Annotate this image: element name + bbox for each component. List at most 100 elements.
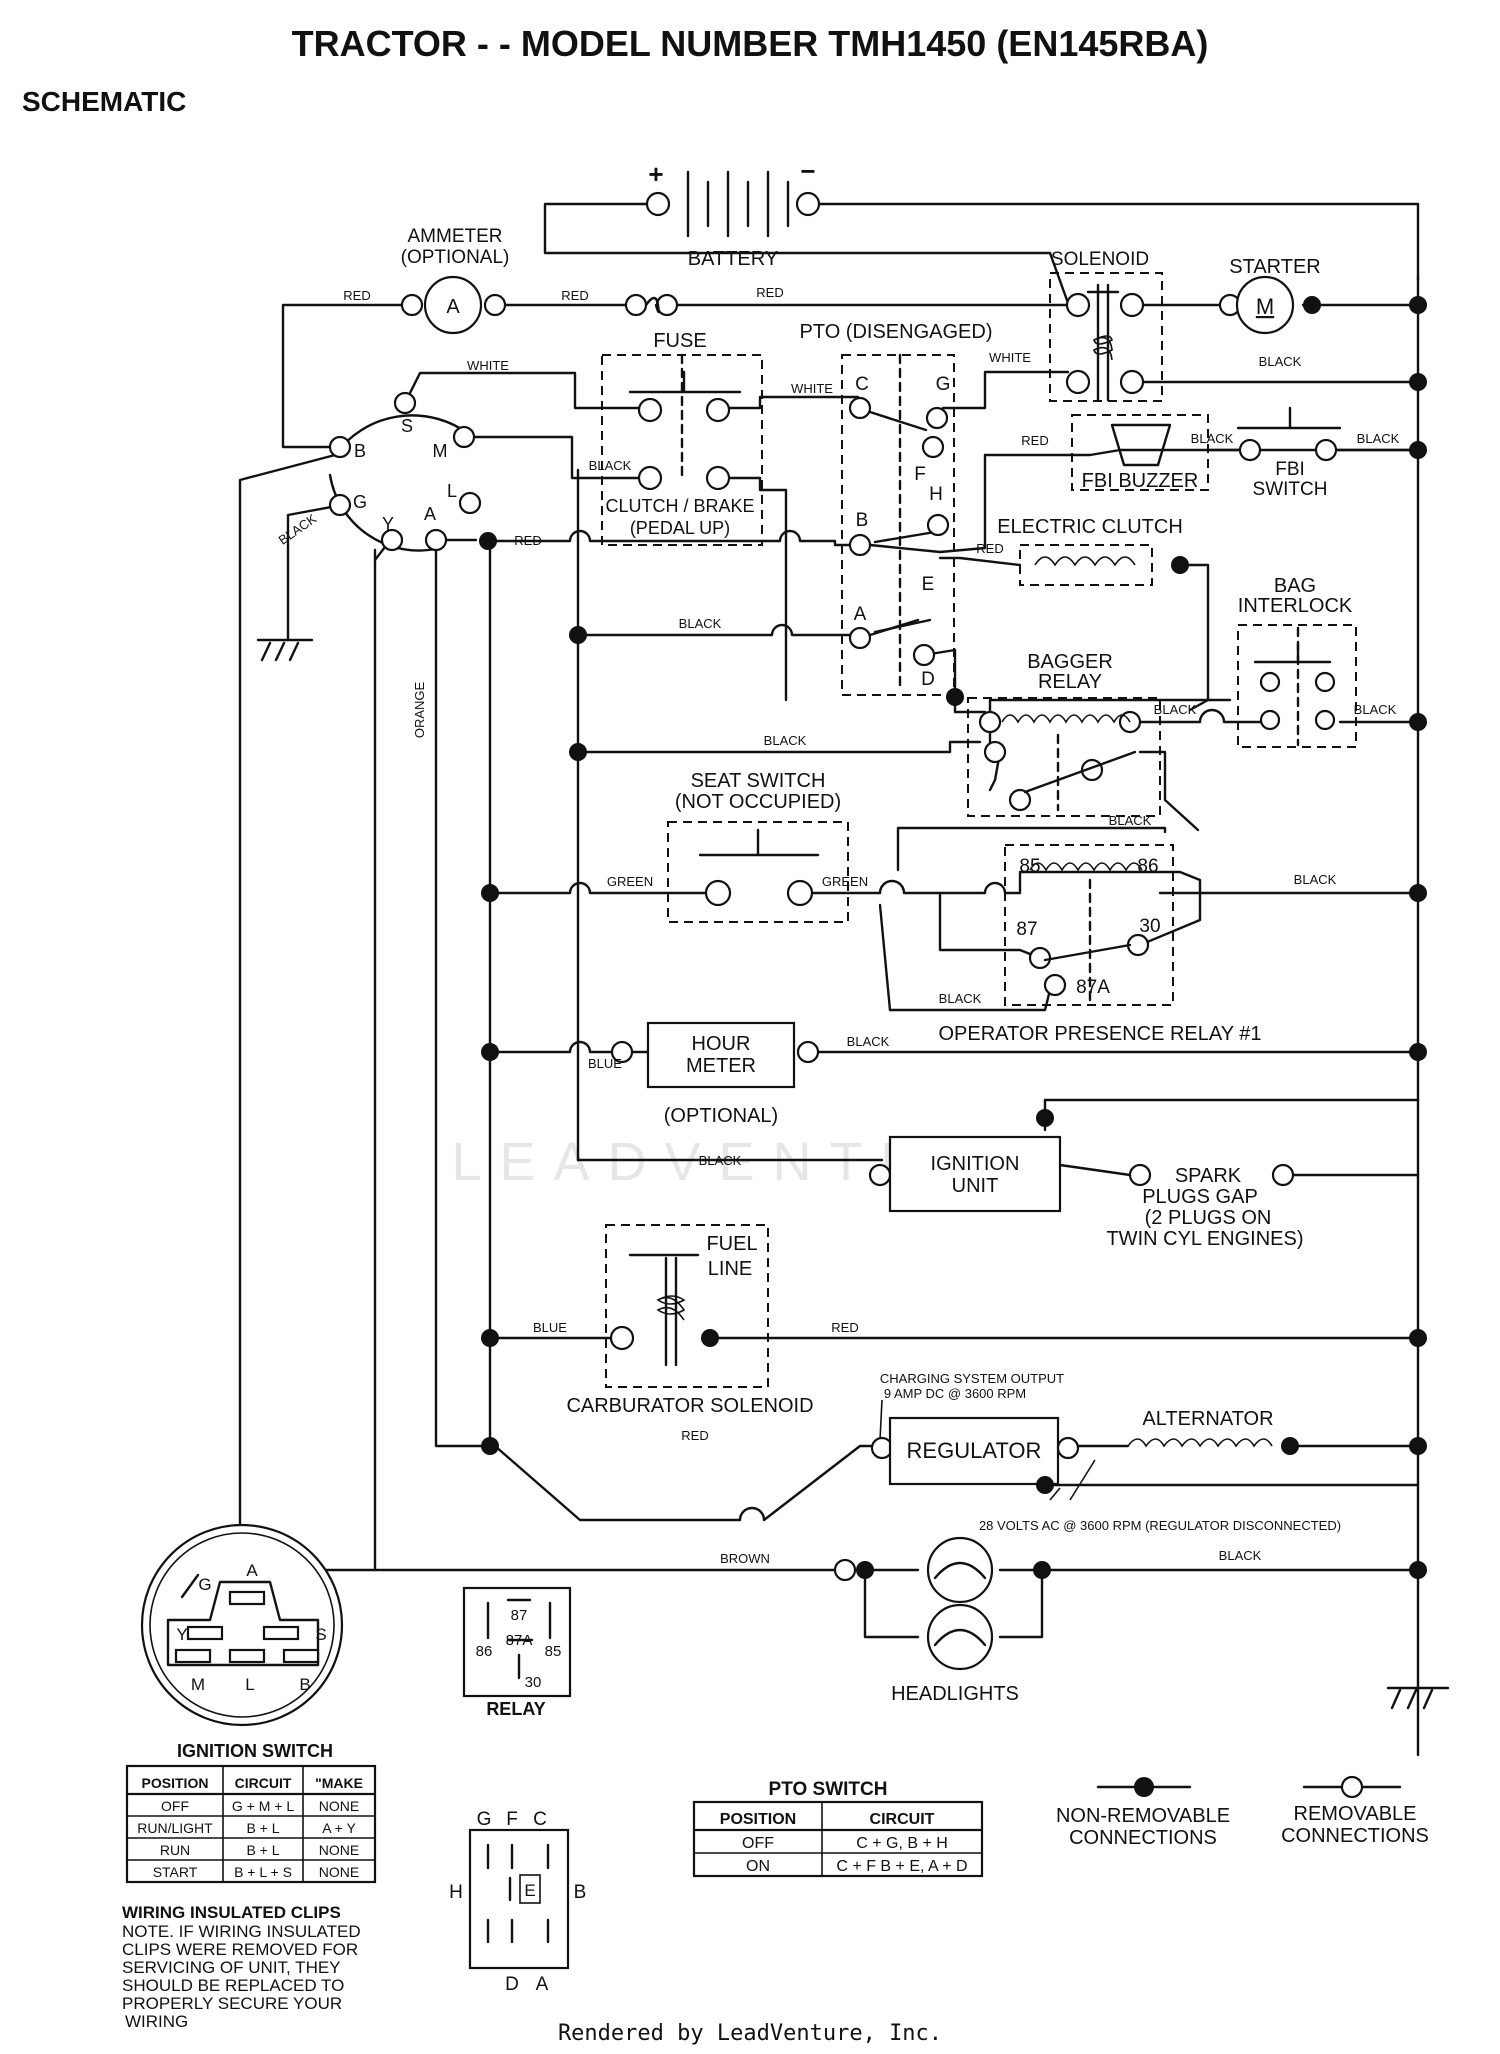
clutch-brake-label: CLUTCH / BRAKE [605, 496, 754, 516]
starter-motor: STARTER M [1218, 256, 1321, 335]
ignition-table-cell: NONE [319, 1864, 359, 1880]
hour-meter-label-2: METER [686, 1055, 756, 1077]
pto-terminal-f: F [914, 464, 926, 485]
relay-face-87: 87 [511, 1607, 528, 1624]
pto-terminal-a: A [854, 604, 867, 625]
seat-switch-label-2: (NOT OCCUPIED) [675, 791, 841, 813]
wire-label-red: RED [343, 288, 370, 303]
fuse-label: FUSE [653, 330, 706, 352]
ign-terminal-s: S [401, 416, 413, 436]
bag-interlock-label-2: INTERLOCK [1238, 595, 1353, 617]
charging-label-2: 9 AMP DC @ 3600 RPM [884, 1386, 1026, 1401]
pto-face-e: E [524, 1881, 535, 1900]
pto-table-cell: ON [746, 1858, 770, 1875]
face-terminal-a: A [246, 1561, 258, 1580]
non-removable-connections [479, 296, 1427, 1579]
face-terminal-b: B [299, 1675, 310, 1694]
ignition-table-cell: NONE [319, 1798, 359, 1814]
ammeter-label: AMMETER [408, 226, 503, 247]
section-title: SCHEMATIC [22, 86, 186, 117]
pto-switch: PTO (DISENGAGED) C G F H B E A D [800, 321, 993, 696]
ign-terminal-a: A [424, 504, 436, 524]
wire-label-black: BLACK [1354, 702, 1397, 717]
pto-face-h: H [449, 1882, 463, 1903]
wiring-note-line: WIRING [125, 2012, 188, 2031]
ignition-table-cell: OFF [161, 1798, 189, 1814]
pto-terminal-d: D [921, 669, 935, 690]
legend-removable-1: REMOVABLE [1294, 1803, 1417, 1825]
wire-label-white: WHITE [467, 358, 509, 373]
fuel-line-label-2: LINE [708, 1258, 752, 1280]
fuse: FUSE [624, 293, 707, 352]
ignition-table-cell: NONE [319, 1842, 359, 1858]
wire-label-brown: BROWN [720, 1551, 770, 1566]
face-terminal-g: G [198, 1575, 211, 1594]
opr-terminal-85: 85 [1019, 856, 1040, 877]
ignition-table-frame [125, 1764, 377, 1884]
hour-meter: HOUR METER (OPTIONAL) [610, 1021, 820, 1127]
ignition-switch-face: A G Y S M L B IGNITION SWITCH [140, 1523, 344, 1761]
headlights-label: HEADLIGHTS [891, 1683, 1019, 1705]
alternator: ALTERNATOR [1127, 1408, 1274, 1448]
wire-label-red: RED [514, 533, 541, 548]
pto-terminal-g: G [936, 374, 951, 395]
spark-label-1: SPARK [1175, 1165, 1242, 1187]
hour-meter-optional: (OPTIONAL) [664, 1105, 778, 1127]
ignition-table-cell: RUN/LIGHT [137, 1820, 213, 1836]
pto-table-cell: C + G, B + H [856, 1835, 948, 1852]
fbi-switch: FBI SWITCH [1236, 406, 1342, 500]
wire-label-black: BLACK [847, 1034, 890, 1049]
pto-table-frame [692, 1800, 984, 1878]
opr-terminal-87: 87 [1016, 919, 1037, 940]
opr-terminal-30: 30 [1139, 916, 1160, 937]
wire-label-green: GREEN [822, 874, 868, 889]
wiring-note: WIRING INSULATED CLIPS NOTE. IF WIRING I… [122, 1903, 361, 2031]
bag-interlock-label-1: BAG [1274, 575, 1316, 597]
page-title: TRACTOR - - MODEL NUMBER TMH1450 (EN145R… [292, 23, 1209, 64]
face-terminal-l: L [245, 1675, 254, 1694]
wire-label-black: BLACK [1109, 813, 1152, 828]
volts-ac-label: 28 VOLTS AC @ 3600 RPM (REGULATOR DISCON… [979, 1518, 1341, 1533]
pto-face-b: B [574, 1882, 587, 1903]
fbi-switch-label-1: FBI [1275, 459, 1305, 480]
carburetor-solenoid: FUEL LINE CARBURATOR SOLENOID [566, 1224, 814, 1417]
ignition-table-header: CIRCUIT [235, 1775, 292, 1791]
pedal-up-label: (PEDAL UP) [630, 518, 730, 538]
relay-face-87a: 87A [506, 1632, 533, 1649]
wire-label-black: BLACK [1191, 431, 1234, 446]
wire-label-white: WHITE [989, 350, 1031, 365]
wiring-note-line: PROPERLY SECURE YOUR [122, 1994, 342, 2013]
ignition-table-cell: RUN [160, 1842, 190, 1858]
ign-terminal-b: B [354, 441, 366, 461]
pto-switch-title: PTO SWITCH [769, 1779, 888, 1800]
spark-plugs: SPARK PLUGS GAP (2 PLUGS ON TWIN CYL ENG… [1106, 1163, 1304, 1250]
solenoid-label: SOLENOID [1051, 249, 1149, 270]
seat-switch-label-1: SEAT SWITCH [691, 770, 826, 792]
battery-label: BATTERY [688, 248, 778, 270]
opr-label: OPERATOR PRESENCE RELAY #1 [938, 1023, 1261, 1045]
ignition-unit-label-1: IGNITION [931, 1153, 1020, 1175]
ignition-table-cell: G + M + L [232, 1798, 294, 1814]
pto-terminal-h: H [929, 484, 943, 505]
wire-label-black: BLACK [1219, 1548, 1262, 1563]
wire-label-blue: BLUE [588, 1056, 622, 1071]
ignition-unit-label-2: UNIT [952, 1175, 999, 1197]
wire-label-black: BLACK [939, 991, 982, 1006]
wire-label-black: BLACK [1154, 702, 1197, 717]
electric-clutch-label: ELECTRIC CLUTCH [997, 516, 1183, 538]
wire-label-red: RED [831, 1320, 858, 1335]
wire-label-red: RED [681, 1428, 708, 1443]
wire-label-red: RED [756, 285, 783, 300]
seat-switch: SEAT SWITCH (NOT OCCUPIED) [667, 770, 849, 923]
starter-label: STARTER [1229, 256, 1321, 278]
wire-color-labels: RED RED RED WHITE WHITE WHITE BLACK RED … [276, 285, 1400, 1566]
ignition-table-cell: A + Y [322, 1820, 356, 1836]
electric-clutch: ELECTRIC CLUTCH [997, 516, 1183, 586]
wire-label-red: RED [1021, 433, 1048, 448]
ignition-switch: S M B G Y A L [328, 391, 482, 552]
ammeter-symbol: A [446, 296, 460, 318]
footer-credit: Rendered by LeadVenture, Inc. [558, 2021, 942, 2046]
